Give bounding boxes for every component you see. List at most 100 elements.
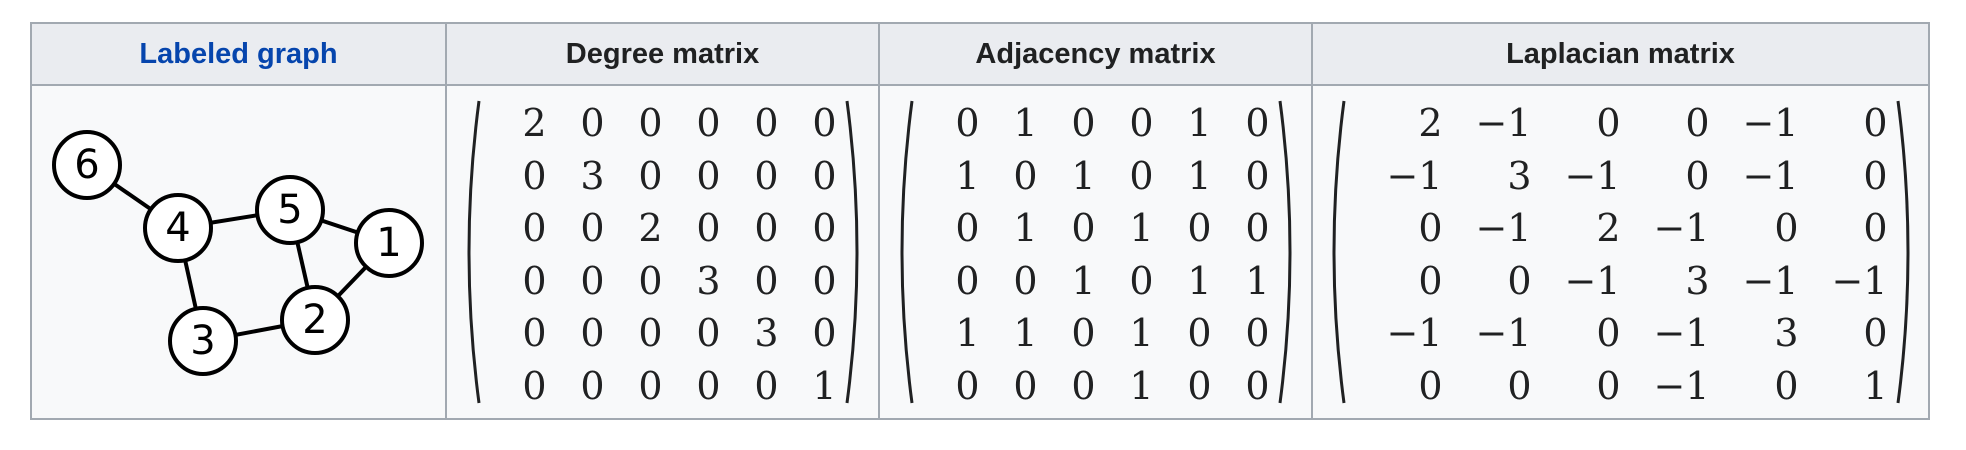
matrix-entry: 0 bbox=[580, 311, 605, 355]
matrix-entry: 0 bbox=[696, 153, 721, 198]
matrix-entry: 1 bbox=[812, 363, 837, 408]
matrix-entry: 0 bbox=[580, 258, 605, 303]
matrix-entry: 0 bbox=[1071, 101, 1096, 145]
matrix-entry: 0 bbox=[1245, 206, 1270, 250]
header-labeled-graph: Labeled graph bbox=[30, 22, 447, 86]
matrix-entry: 0 bbox=[754, 258, 779, 303]
matrix-entry: 0 bbox=[522, 311, 547, 355]
matrix-entry: 1 bbox=[955, 311, 980, 355]
matrix-entry: 2 bbox=[638, 206, 663, 250]
matrix-entry: 0 bbox=[812, 206, 837, 250]
matrix-entry: −1 bbox=[1564, 258, 1621, 303]
matrix-entry: 0 bbox=[1685, 153, 1710, 198]
matrix-entry: 0 bbox=[1685, 101, 1710, 145]
matrix-entry: 0 bbox=[638, 153, 663, 198]
matrix-entry: 0 bbox=[580, 363, 605, 408]
matrix-entry: 0 bbox=[1507, 363, 1532, 408]
matrix-entry: 0 bbox=[696, 311, 721, 355]
matrix-entry: 0 bbox=[812, 311, 837, 355]
matrix-entry: 0 bbox=[522, 258, 547, 303]
matrix-entry: 0 bbox=[1187, 206, 1212, 250]
labeled-graph-diagram: 6 4 5 1 3 bbox=[52, 130, 424, 376]
svg-text:5: 5 bbox=[277, 187, 302, 233]
matrix-entry: 1 bbox=[1187, 258, 1212, 303]
matrix-entry: −1 bbox=[1386, 311, 1443, 355]
left-paren bbox=[1322, 97, 1348, 407]
matrix-entry: 0 bbox=[1013, 153, 1038, 198]
matrix-entry: 0 bbox=[1863, 206, 1888, 250]
matrix-entry: 0 bbox=[955, 101, 980, 145]
right-paren bbox=[1276, 97, 1302, 407]
matrix-entry: 0 bbox=[1245, 101, 1270, 145]
header-laplacian-matrix: Laplacian matrix bbox=[1311, 22, 1930, 86]
graph-node: 3 bbox=[168, 306, 238, 376]
matrix-entry: 0 bbox=[1245, 363, 1270, 408]
matrix-entry: 0 bbox=[1129, 101, 1154, 145]
matrix-entry: 1 bbox=[1245, 258, 1270, 303]
matrix-entry: 0 bbox=[1245, 153, 1270, 198]
matrix-entry: −1 bbox=[1831, 258, 1888, 303]
matrix-entry: 1 bbox=[1071, 153, 1096, 198]
graph-node: 6 bbox=[52, 130, 122, 200]
matrix-entry: 1 bbox=[1013, 101, 1038, 145]
matrix-entry: −1 bbox=[1653, 363, 1710, 408]
right-paren bbox=[843, 97, 869, 407]
matrix-entry: 0 bbox=[812, 101, 837, 145]
matrix-entry: 3 bbox=[1507, 153, 1532, 198]
matrix-entry: 1 bbox=[1129, 206, 1154, 250]
matrix-entry: −1 bbox=[1475, 311, 1532, 355]
matrix-entry: 0 bbox=[696, 206, 721, 250]
matrix-entry: 0 bbox=[812, 258, 837, 303]
matrix-entry: 1 bbox=[1129, 363, 1154, 408]
matrix-entry: 0 bbox=[754, 101, 779, 145]
matrix-entry: 0 bbox=[1129, 153, 1154, 198]
matrix-entry: 0 bbox=[955, 363, 980, 408]
matrix-entry: −1 bbox=[1742, 153, 1799, 198]
matrix-entry: 0 bbox=[1863, 101, 1888, 145]
graph-node: 1 bbox=[354, 208, 424, 278]
matrix-entry: 3 bbox=[696, 258, 721, 303]
labeled-graph-link[interactable]: Labeled graph bbox=[139, 37, 338, 70]
matrix-entry: 0 bbox=[522, 153, 547, 198]
matrix-entry: 0 bbox=[1071, 311, 1096, 355]
matrix-entry: 0 bbox=[1774, 363, 1799, 408]
left-paren bbox=[457, 97, 483, 407]
matrix-entry: 1 bbox=[1013, 311, 1038, 355]
matrix-entry: 3 bbox=[1685, 258, 1710, 303]
matrix-entry: 0 bbox=[1187, 363, 1212, 408]
matrix-entry: 0 bbox=[754, 363, 779, 408]
matrix-entry: 0 bbox=[580, 101, 605, 145]
matrix-entry: 0 bbox=[1596, 101, 1621, 145]
matrix-entry: 3 bbox=[580, 153, 605, 198]
matrix-entry: −1 bbox=[1475, 101, 1532, 145]
matrix-entry: 3 bbox=[754, 311, 779, 355]
graph-node: 5 bbox=[255, 175, 325, 245]
matrix-entry: 0 bbox=[1418, 258, 1443, 303]
matrix-entry: 0 bbox=[1245, 311, 1270, 355]
svg-text:6: 6 bbox=[74, 142, 99, 188]
matrix-entry: 0 bbox=[1418, 206, 1443, 250]
matrix-entry: 1 bbox=[1863, 363, 1888, 408]
matrix-entry: 0 bbox=[638, 363, 663, 408]
matrix-entry: 0 bbox=[638, 258, 663, 303]
matrix-entry: 0 bbox=[754, 153, 779, 198]
matrix-entry: 0 bbox=[1071, 206, 1096, 250]
matrix-entry: 0 bbox=[1187, 311, 1212, 355]
matrix-entry: 2 bbox=[1596, 206, 1621, 250]
matrix-entry: 3 bbox=[1774, 311, 1799, 355]
matrix-entry: −1 bbox=[1386, 153, 1443, 198]
matrix-entry: 0 bbox=[1863, 311, 1888, 355]
matrix-entry: 0 bbox=[1596, 311, 1621, 355]
matrix-entry: 1 bbox=[1071, 258, 1096, 303]
matrix-entry: 0 bbox=[1013, 363, 1038, 408]
matrix-entry: 0 bbox=[1774, 206, 1799, 250]
matrix-entry: 0 bbox=[638, 311, 663, 355]
graph-node: 4 bbox=[143, 193, 213, 263]
